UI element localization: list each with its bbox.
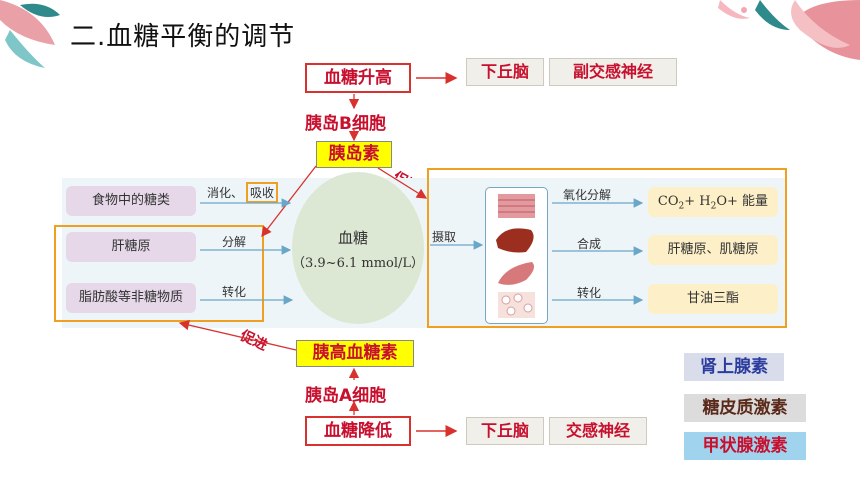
hormone-label: 肾上腺素 [700, 357, 768, 377]
hormone-adrenaline: 肾上腺素 [684, 353, 784, 381]
alpha-cell-label: 胰岛A细胞 [305, 386, 387, 406]
convert-label-right: 转化 [577, 286, 602, 300]
liver-glycogen-box: 肝糖原 [66, 232, 196, 262]
subscript-2: 2 [678, 201, 685, 212]
food-sugar-box: 食物中的糖类 [66, 186, 196, 216]
decompose-label: 分解 [222, 235, 247, 249]
convert-output-box: 甘油三酯 [648, 284, 778, 314]
absorb-label: 吸收 [246, 182, 279, 203]
tissue-images [496, 194, 535, 318]
promote-label-bottom: 促进 [237, 327, 270, 355]
hormone-glucocorticoid: 糖皮质激素 [684, 394, 806, 422]
subscript-2: 2 [710, 201, 717, 212]
parasympathetic-tag: 副交感神经 [549, 58, 677, 86]
blood-sugar-range: （3.9~6.1 mmol/L） [292, 256, 425, 271]
hypothalamus-tag-top: 下丘脑 [466, 58, 544, 86]
synth-label: 合成 [577, 237, 602, 251]
oxidize-output-box: CO2+ H2O+ 能量 [648, 187, 778, 217]
glucagon-box: 胰高血糖素 [296, 340, 414, 367]
blood-sugar-blob [292, 172, 424, 324]
page-title: 二.血糖平衡的调节 [70, 22, 296, 52]
non-sugar-box: 脂肪酸等非糖物质 [66, 283, 196, 313]
oxidize-label: 氧化分解 [563, 188, 612, 202]
left-orange-frame [54, 225, 264, 322]
leaf-decoration-top-right [718, 0, 860, 60]
digest-label: 消化、 [207, 186, 244, 200]
blood-sugar-fall-box: 血糖降低 [305, 416, 411, 446]
synth-output-box: 肝糖原、肌糖原 [648, 235, 778, 265]
convert-label-left: 转化 [222, 285, 247, 299]
tissue-image-box [485, 187, 548, 324]
hormone-thyroid: 甲状腺激素 [684, 432, 806, 460]
hypothalamus-tag-bottom: 下丘脑 [466, 417, 544, 445]
blood-sugar-rise-box: 血糖升高 [305, 63, 411, 93]
hormone-label: 糖皮质激素 [702, 398, 788, 418]
energy-text: O+ 能量 [716, 194, 769, 209]
h2o-text: + H [684, 194, 711, 209]
co2-text: CO [657, 194, 679, 209]
beta-cell-label: 胰岛B细胞 [305, 114, 386, 134]
right-orange-frame [427, 168, 787, 328]
sympathetic-tag: 交感神经 [549, 417, 647, 445]
hormone-label: 甲状腺激素 [702, 436, 788, 456]
blood-sugar-label: 血糖 [338, 229, 369, 247]
leaf-decoration-top-left [0, 0, 60, 68]
uptake-label: 摄取 [432, 230, 457, 244]
insulin-box: 胰岛素 [316, 141, 392, 168]
